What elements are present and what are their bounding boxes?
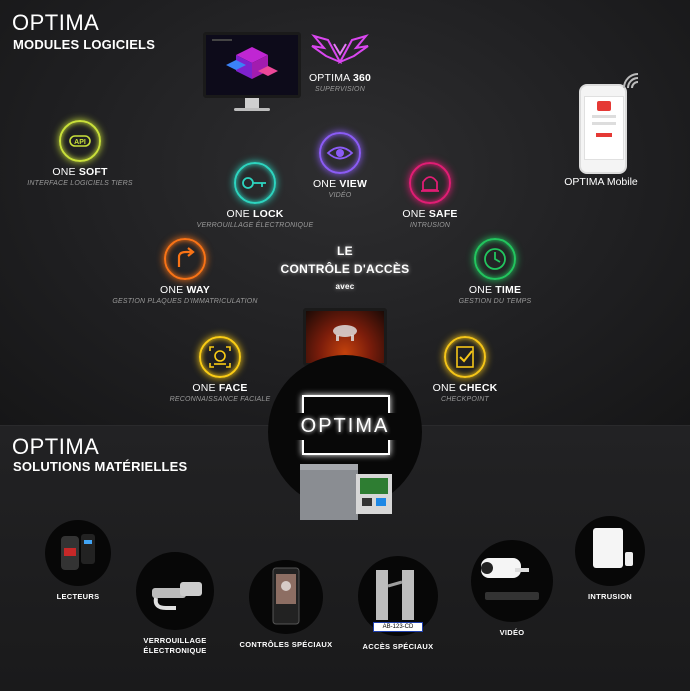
hardware-item[interactable]: VIDÉO — [460, 540, 564, 638]
center-headline: LE CONTRÔLE D'ACCÈS avec — [270, 242, 420, 296]
hardware-item[interactable]: LECTEURS — [38, 520, 118, 602]
card-reader-icon — [45, 520, 111, 586]
hardware-label: LECTEURS — [56, 592, 100, 601]
module-title: SOFT — [78, 166, 108, 178]
module-desc: GESTION PLAQUES D'IMMATRICULATION — [112, 298, 258, 305]
checklist-icon — [444, 336, 486, 378]
face-terminal-icon — [249, 560, 323, 634]
module-desc: VIDÉO — [328, 192, 352, 199]
module-desc: CHECKPOINT — [441, 396, 489, 403]
module-desc: RECONNAISSANCE FACIALE — [169, 396, 271, 403]
svg-text:API: API — [74, 139, 86, 146]
hardware-label: ACCÈS SPÉCIAUX — [362, 642, 434, 651]
eye-icon — [319, 132, 361, 174]
software-section-subtitle: MODULES LOGICIELS — [13, 37, 156, 52]
hardware-label: INTRUSION — [588, 592, 632, 601]
optima360-prefix: OPTIMA — [308, 72, 350, 84]
module-one-time[interactable]: ONE TIME GESTION DU TEMPS — [450, 238, 540, 305]
module-prefix: ONE — [192, 382, 216, 394]
alarm-panel-icon — [575, 516, 645, 586]
module-title: WAY — [186, 284, 211, 296]
arrow-turn-icon — [164, 238, 206, 280]
wings-logo-icon — [311, 34, 369, 65]
hardware-item[interactable]: AB-123-CD ACCÈS SPÉCIAUX — [350, 556, 446, 652]
module-one-way[interactable]: ONE WAY GESTION PLAQUES D'IMMATRICULATION — [100, 238, 270, 305]
module-name: ONE SAFE — [390, 208, 470, 220]
hardware-label: CONTRÔLES SPÉCIAUX — [239, 640, 333, 649]
module-one-view[interactable]: ONE VIEW VIDÉO — [300, 132, 380, 199]
module-title: FACE — [218, 382, 248, 394]
module-prefix: ONE — [159, 284, 184, 296]
optima360-suffix: 360 — [352, 72, 372, 84]
module-one-soft[interactable]: API ONE SOFT INTERFACE LOGICIELS TIERS — [25, 120, 135, 187]
key-lock-icon — [234, 162, 276, 204]
module-prefix: ONE — [432, 382, 456, 394]
software-brand-title: OPTIMA — [12, 10, 100, 35]
bear-logo-graphic — [333, 325, 357, 341]
module-name: ONE TIME — [450, 284, 540, 296]
module-desc: INTERFACE LOGICIELS TIERS — [27, 180, 133, 187]
supervision-computer — [203, 32, 301, 111]
cylinder-lock-icon — [136, 552, 214, 630]
hardware-section-subtitle: SOLUTIONS MATÉRIELLES — [13, 459, 188, 474]
module-name: ONE VIEW — [300, 178, 380, 190]
module-one-lock[interactable]: ONE LOCK VERROUILLAGE ÉLECTRONIQUE — [185, 162, 325, 229]
isometric-city-graphic — [206, 35, 298, 95]
optima360-desc: SUPERVISION — [315, 86, 365, 93]
hardware-item[interactable]: CONTRÔLES SPÉCIAUX — [236, 560, 336, 650]
wifi-signal-icon — [623, 73, 639, 89]
hardware-label: VIDÉO — [499, 628, 525, 637]
module-name: ONE WAY — [100, 284, 270, 296]
module-title: LOCK — [252, 208, 284, 220]
module-name: ONE FACE — [155, 382, 285, 394]
module-one-check[interactable]: ONE CHECK CHECKPOINT — [415, 336, 515, 403]
face-scan-icon — [199, 336, 241, 378]
module-desc: GESTION DU TEMPS — [458, 298, 532, 305]
license-plate: AB-123-CD — [373, 622, 423, 632]
module-title: VIEW — [339, 178, 368, 190]
mobile-app-label: OPTIMA Mobile — [564, 176, 638, 188]
headline-line-1: LE — [337, 244, 353, 258]
module-name: ONE CHECK — [415, 382, 515, 394]
module-prefix: ONE — [226, 208, 250, 220]
headline-line-2: CONTRÔLE D'ACCÈS — [280, 262, 410, 276]
headline-line-3: avec — [335, 282, 355, 291]
camera-icon — [471, 540, 553, 622]
module-desc: INTRUSION — [409, 222, 451, 229]
hardware-item[interactable]: INTRUSION — [565, 516, 655, 602]
module-title: CHECK — [459, 382, 498, 394]
module-one-safe[interactable]: ONE SAFE INTRUSION — [390, 162, 470, 229]
mobile-phone-image — [579, 84, 627, 174]
module-prefix: ONE — [468, 284, 493, 296]
alarm-icon — [409, 162, 451, 204]
module-name: ONE LOCK — [185, 208, 325, 220]
api-icon: API — [59, 120, 101, 162]
clock-icon — [474, 238, 516, 280]
module-prefix: ONE — [402, 208, 426, 220]
module-title: TIME — [495, 284, 522, 296]
module-prefix: ONE — [52, 166, 76, 178]
module-name: ONE SOFT — [25, 166, 135, 178]
hardware-brand-title: OPTIMA — [12, 434, 100, 459]
module-desc: VERROUILLAGE ÉLECTRONIQUE — [196, 222, 314, 229]
access-controller-icon — [300, 464, 392, 520]
module-one-face[interactable]: ONE FACE RECONNAISSANCE FACIALE — [155, 336, 285, 403]
optima-logo-text: OPTIMA — [292, 413, 398, 440]
module-optima-360[interactable]: OPTIMA 360 SUPERVISION — [305, 28, 375, 93]
module-prefix: ONE — [312, 178, 337, 190]
module-title: SAFE — [428, 208, 458, 220]
